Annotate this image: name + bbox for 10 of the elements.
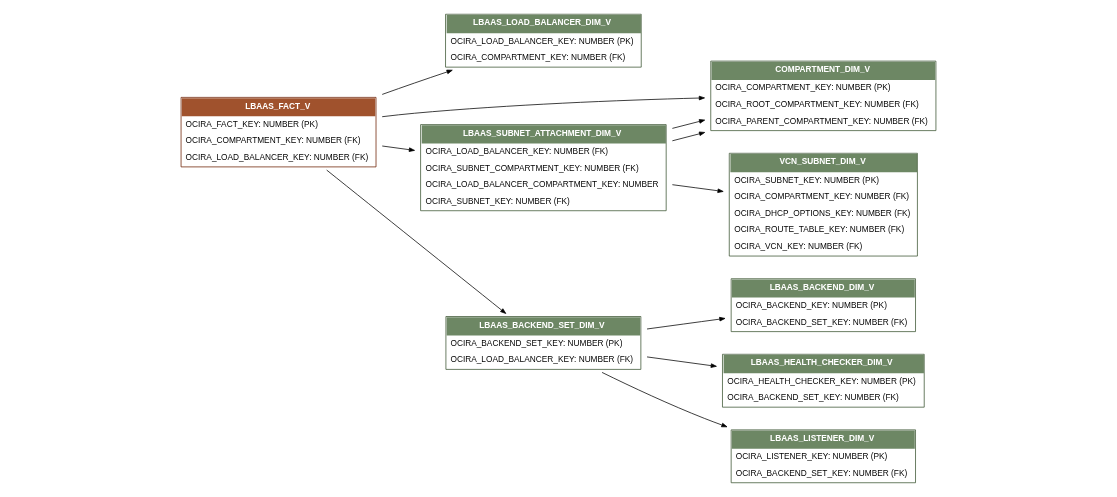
- arrow: [381, 69, 453, 95]
- arrow: [672, 119, 706, 129]
- arrow: [646, 356, 717, 368]
- arrow: [601, 372, 728, 428]
- arrow: [646, 316, 726, 330]
- arrow: [381, 145, 415, 152]
- arrow: [672, 131, 706, 142]
- arrow: [326, 169, 507, 314]
- arrow: [672, 184, 724, 193]
- arrow: [381, 95, 705, 118]
